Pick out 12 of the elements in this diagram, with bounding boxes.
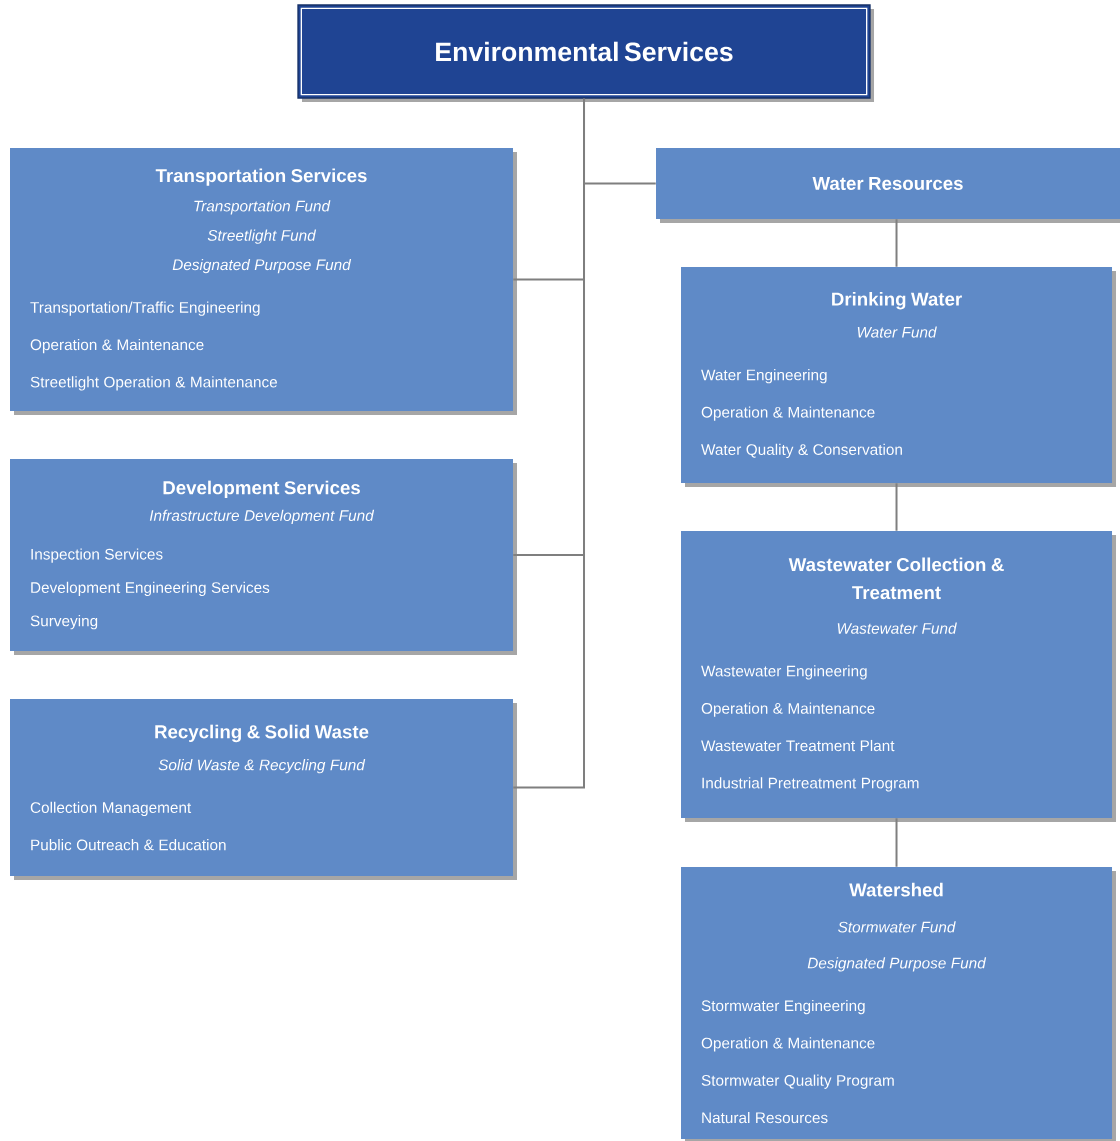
connector-line bbox=[895, 218, 898, 268]
department-box: Drinking Water Water Fund Water Engineering Operation & Maintenance Water Quality & Conservation bbox=[681, 267, 1116, 487]
department-box: Wastewater Collection & Treatment Wastewater Fund Wastewater Engineering Operation & Maintenance Wastewater Treatment Plant Industrial Pretreatment Program bbox=[681, 531, 1116, 822]
connector-line bbox=[895, 482, 898, 532]
department-box: Recycling & Solid Waste Solid Waste & Recycling Fund Collection Management Public Outreach & Education bbox=[10, 699, 517, 880]
department-box: Watershed Stormwater Fund Designated Purpose Fund Stormwater Engineering Operation & Maintenance Stormwater Quality Program Natural Resources bbox=[681, 867, 1116, 1141]
title-box: Environmental Services bbox=[297, 4, 874, 102]
department-box: Water Resources bbox=[656, 148, 1120, 223]
connector-line bbox=[583, 97, 657, 185]
connector-line bbox=[895, 817, 898, 868]
department-box: Transportation Services Transportation Fund Streetlight Fund Designated Purpose Fund Transportation/Traffic Engineering Operation & Maintenance Streetlight Operation & Maintenance bbox=[10, 148, 517, 415]
department-box: Development Services Infrastructure Development Fund Inspection Services Development Engineering Services Surveying bbox=[10, 459, 517, 655]
